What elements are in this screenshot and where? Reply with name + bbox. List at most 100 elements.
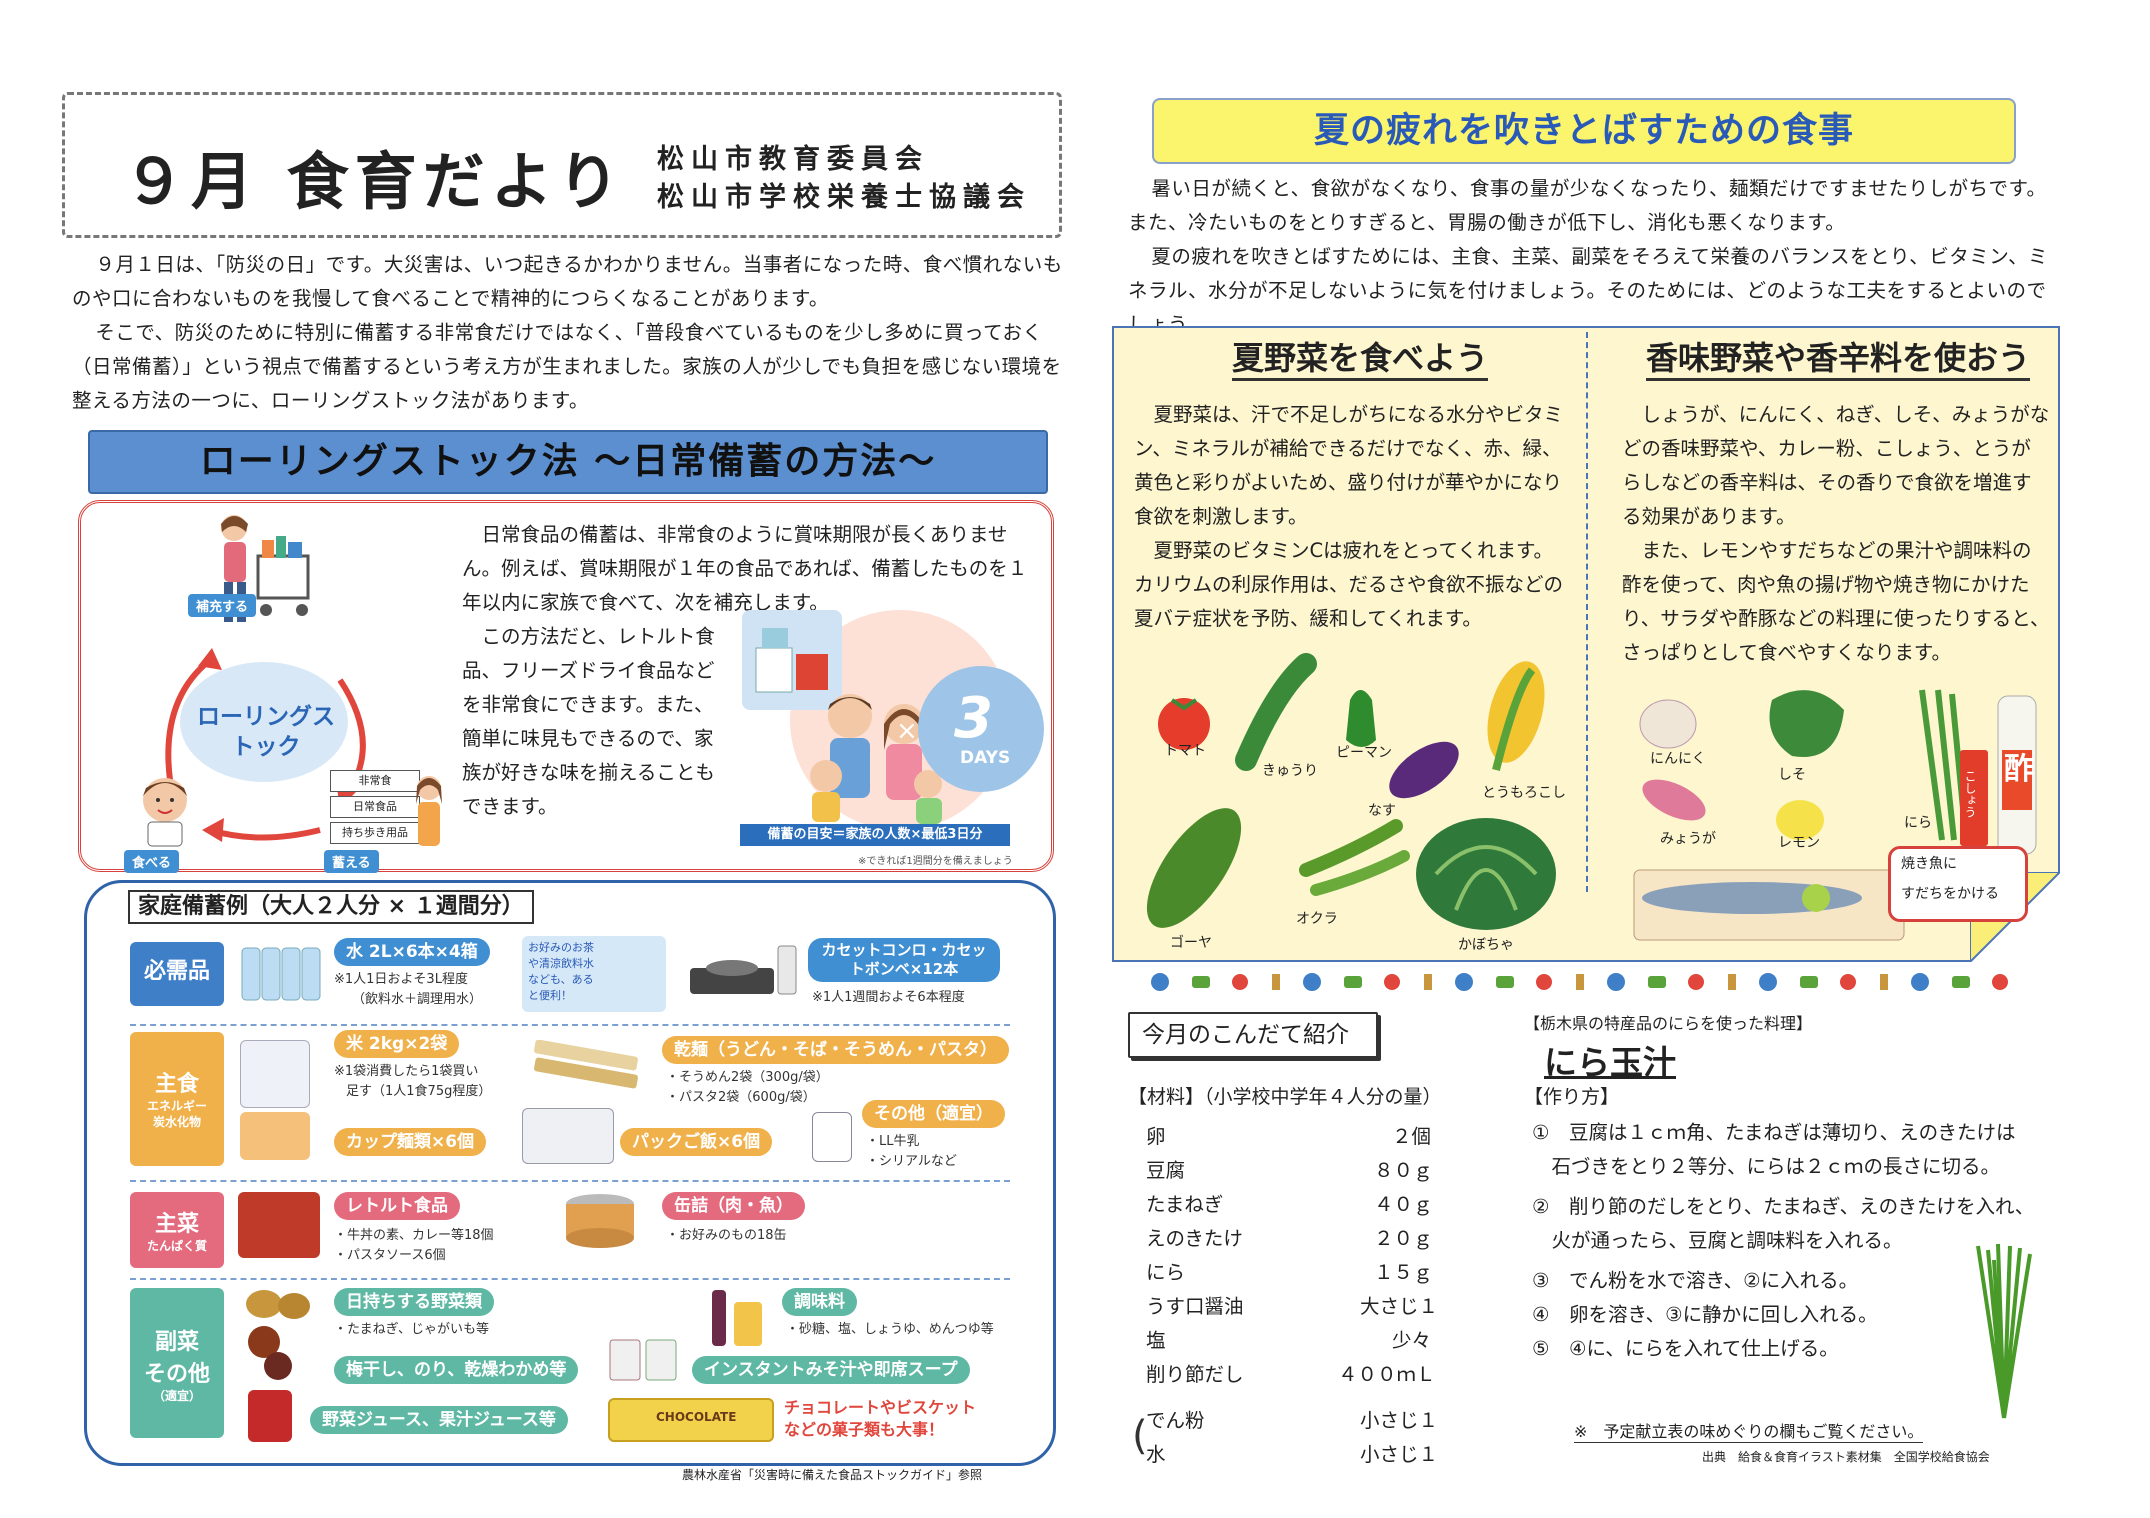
water-bottles-illustration (238, 934, 326, 1004)
ingredient-qty: ２個 (1392, 1125, 1432, 1148)
storing-woman-illustration (404, 770, 454, 850)
juice-can-illustration (248, 1390, 292, 1442)
ingredient-name: でん粉 (1146, 1409, 1205, 1432)
ingredient-name: うす口醤油 (1146, 1295, 1244, 1318)
summer-vegetables-illustration (1136, 650, 1576, 950)
retort-note-2: ・パスタソース6個 (334, 1248, 446, 1263)
label-nira: にら (1904, 815, 1932, 831)
rice-tag: 米 2kg×2袋 (334, 1030, 460, 1058)
instant-soup-illustration (606, 1334, 682, 1384)
local-specialty-heading: 【栃木県の特産品のにらを使った料理】 (1524, 1014, 1813, 1033)
chocolate-illustration: CHOCOLATE (608, 1398, 774, 1442)
shelf-emergency: 非常食 (330, 770, 420, 792)
cycle-cloud (186, 668, 342, 776)
ingredient-name: 卵 (1146, 1125, 1166, 1148)
category-side-dish: 副菜 その他 （適宜） (130, 1288, 224, 1438)
rice-bag-illustration (240, 1040, 310, 1108)
noodle-note-1: ・そうめん2袋（300g/袋） (666, 1070, 829, 1085)
menu-title: 今月のこんだて紹介 (1128, 1012, 1378, 1058)
ingredient-qty: ２０ｇ (1374, 1227, 1433, 1250)
aromatic-vegetables-illustration (1622, 680, 2042, 950)
cup-noodle-tag: カップ麺類×6個 (334, 1128, 487, 1156)
noodle-note-2: ・パスタ2袋（600g/袋） (666, 1090, 816, 1105)
ingredient-qty: ８０ｇ (1374, 1159, 1433, 1182)
category-side-label-2: その他 (143, 1362, 210, 1387)
org-line-2: 松山市学校栄養士協議会 (657, 182, 1031, 213)
separator-1 (130, 1024, 1010, 1026)
pack-rice-illustration (522, 1108, 614, 1164)
can-tag: 缶詰（肉・魚） (662, 1192, 805, 1220)
summer-paragraph-1: 暑い日が続くと、食欲がなくなり、食事の量が少なくなったり、麺類だけですませたりし… (1128, 177, 2047, 234)
summer-veg-paragraph-1: 夏野菜は、汗で不足しがちになる水分やビタミン、ミネラルが補給できるだけでなく、赤… (1134, 403, 1564, 528)
ingredient-name: たまねぎ (1146, 1193, 1224, 1216)
label-goya: ゴーヤ (1170, 935, 1212, 951)
ingredient-qty: ４００ｍＬ (1338, 1363, 1436, 1386)
gas-stove-illustration (684, 938, 804, 1000)
chocolate-text-1: チョコレートやビスケット (784, 1398, 977, 1417)
fish-callout-line-1: 焼き魚に (1901, 856, 1957, 872)
category-main-label: 主菜 (154, 1212, 199, 1237)
org-line-1: 松山市教育委員会 (657, 144, 929, 175)
step-line: ④ 卵を溶き、③に静かに回し入れる。 (1532, 1303, 1878, 1326)
ingredient-name: 塩 (1146, 1329, 1166, 1352)
label-cucumber: きゅうり (1262, 763, 1318, 779)
cycle-label: ローリングストック (197, 704, 335, 760)
other-tag: その他（適宜） (862, 1100, 1005, 1128)
step-line: 火が通ったら、豆腐と調味料を入れる。 (1532, 1229, 1903, 1252)
stock-guideline: 備蓄の目安＝家族の人数×最低3日分 (740, 824, 1010, 846)
category-staple: 主食 エネルギー炭水化物 (130, 1032, 224, 1166)
veg-note: ・たまねぎ、じゃがいも等 (334, 1322, 489, 1337)
ingredient-qty: １５ｇ (1374, 1261, 1433, 1284)
separator-2 (130, 1180, 1010, 1182)
label-lemon: レモン (1778, 835, 1820, 851)
ingredient-name: 豆腐 (1146, 1159, 1186, 1182)
fish-callout: 焼き魚に すだちをかける (1888, 846, 2028, 922)
category-staple-sub: エネルギー炭水化物 (146, 1099, 207, 1129)
water-note-1: ※1人1日およそ3L程度 (334, 972, 468, 987)
label-tomato: トマト (1164, 743, 1206, 759)
retort-curry-illustration (238, 1192, 320, 1258)
chocolate-label: CHOCOLATE (656, 1410, 737, 1424)
aromatic-paragraph-1: しょうが、にんにく、ねぎ、しそ、みょうがなどの香味野菜や、カレー粉、こしょう、と… (1622, 403, 2050, 528)
stove-note: ※1人1週間およそ6本程度 (812, 990, 965, 1005)
potato-onion-illustration (238, 1284, 318, 1384)
summer-paragraph-2: 夏の疲れを吹きとばすためには、主食、主菜、副菜をそろえて栄養のバランスをとり、ビ… (1128, 245, 2049, 336)
rolling-paragraph-2: この方法だと、レトルト食品、フリーズドライ食品などを非常食にできます。また、簡単… (462, 625, 715, 818)
ingredient-name: 削り節だし (1146, 1363, 1244, 1386)
water-note-2: （飲料水＋調理用水） (352, 992, 483, 1007)
intro-text: ９月１日は、「防災の日」です。大災害は、いつ起きるかわかりません。当事者になった… (72, 248, 1072, 418)
step-line: ③ でん粉を水で溶き、②に入れる。 (1532, 1269, 1859, 1292)
veg-tag: 日持ちする野菜類 (334, 1288, 494, 1316)
label-myoga: みょうが (1660, 831, 1716, 847)
retort-note-1: ・牛丼の素、カレー等18個 (334, 1228, 494, 1243)
household-stock-title: 家庭備蓄例（大人２人分 × １週間分） (128, 890, 534, 924)
category-side-sub: （適宜） (152, 1389, 201, 1403)
category-necessities-label: 必需品 (143, 959, 210, 984)
ingredient-name: にら (1146, 1261, 1186, 1284)
eat-label: 食べる (124, 850, 180, 873)
label-garlic: にんにく (1650, 751, 1706, 767)
aromatic-paragraph-2: また、レモンやすだちなどの果汁や調味料の酢を使って、肉や魚の揚げ物や焼き物にかけ… (1622, 539, 2050, 664)
canned-food-illustration (556, 1184, 656, 1254)
aromatic-veg-text: しょうが、にんにく、ねぎ、しそ、みょうがなどの香味野菜や、カレー粉、こしょう、と… (1622, 398, 2050, 670)
rice-note-1: ※1袋消費したら1袋買い (334, 1064, 479, 1079)
can-note: ・お好みのもの18缶 (666, 1228, 787, 1243)
rolling-stock-text: 日常食品の備蓄は、非常食のように賞味期限が長くありません。例えば、賞味期限が１年… (462, 518, 1042, 824)
step-line: 石づきをとり２等分、にらは２ｃｍの長さに切る。 (1532, 1155, 2001, 1178)
ingredient-name: 水 (1146, 1443, 1166, 1466)
category-staple-label: 主食 (154, 1072, 199, 1097)
seasoning-tag: 調味料 (782, 1288, 857, 1316)
store-label: 蓄える (324, 850, 379, 873)
family-illustration (800, 680, 950, 830)
summer-veg-paragraph-2: 夏野菜のビタミンCは疲れをとってくれます。カリウムの利尿作用は、だるさや食欲不振… (1134, 539, 1564, 630)
household-citation: 農林水産省「災害時に備えた食品ストックガイド」参照 (682, 1468, 983, 1482)
step-line: ② 削り節のだしをとり、たまねぎ、えのきたけを入れ、 (1532, 1195, 2035, 1218)
menu-note: ※ 予定献立表の味めぐりの欄もご覧ください。 (1574, 1418, 1924, 1443)
intro-paragraph-1: ９月１日は、「防災の日」です。大災害は、いつ起きるかわかりません。当事者になった… (72, 253, 1063, 310)
fish-callout-line-2: すだちをかける (1901, 886, 1999, 902)
stock-guideline-note: ※できれば1週間分を備えましょう (858, 856, 1013, 867)
dish-name: にら玉汁 (1544, 1043, 1676, 1082)
noodle-tag: 乾麺（うどん・そば・そうめん・パスタ） (662, 1036, 1009, 1064)
howto-heading: 【作り方】 (1524, 1086, 1620, 1108)
label-shiso: しそ (1778, 767, 1806, 783)
